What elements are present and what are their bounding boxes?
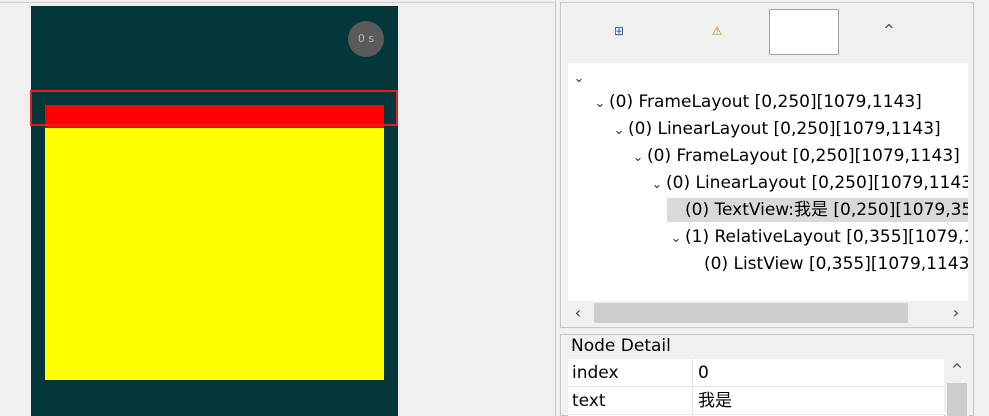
textview-element[interactable]: [45, 105, 384, 128]
filter-box[interactable]: [769, 9, 839, 55]
scroll-left-icon[interactable]: ‹: [574, 303, 582, 322]
tree-node-label: (1) RelativeLayout [0,355][1079,1: [685, 227, 968, 247]
tree-node-label: (0) FrameLayout [0,250][1079,1143]: [609, 92, 922, 112]
warning-icon[interactable]: ⚠: [711, 24, 723, 38]
tree-node-label: (0) TextView:我是 [0,250][1079,35: [685, 200, 968, 220]
device-screenshot[interactable]: 0 s: [31, 6, 398, 416]
scroll-thumb[interactable]: [594, 303, 908, 323]
horizontal-scrollbar[interactable]: ‹ ›: [568, 301, 968, 325]
tree-node-label: (0) ListView [0,355][1079,1143: [704, 254, 968, 274]
table-row[interactable]: index 0: [568, 359, 944, 387]
tree-node[interactable]: ⌄(0) FrameLayout [0,250][1079,1143]: [591, 90, 922, 114]
tree-node[interactable]: ⌄(0) FrameLayout [0,250][1079,1143]: [629, 144, 960, 168]
column-divider: [692, 387, 693, 415]
hierarchy-tree[interactable]: ⌄ ⌄(0) FrameLayout [0,250][1079,1143]⌄(0…: [568, 63, 968, 301]
screenshot-panel: 0 s: [0, 0, 556, 416]
panel-title: Node Detail: [571, 336, 671, 356]
detail-table: index 0 text 我是: [568, 359, 944, 416]
column-divider: [692, 359, 693, 387]
scroll-thumb[interactable]: [947, 383, 967, 416]
chevron-down-icon[interactable]: ⌄: [651, 177, 663, 192]
tree-node[interactable]: (0) ListView [0,355][1079,1143: [686, 252, 968, 276]
selection-highlight: [30, 90, 398, 126]
table-row[interactable]: text 我是: [568, 387, 944, 415]
scroll-up-icon[interactable]: ^: [951, 362, 963, 378]
scroll-right-icon[interactable]: ›: [952, 303, 960, 322]
expand-all-icon[interactable]: ⊞: [613, 24, 625, 38]
tree-node-label: (0) FrameLayout [0,250][1079,1143]: [647, 146, 960, 166]
property-key: text: [572, 391, 606, 411]
chevron-down-icon[interactable]: ⌄: [670, 231, 682, 246]
property-key: index: [572, 363, 619, 383]
tree-node[interactable]: ⌄(0) LinearLayout [0,250][1079,1143]: [610, 117, 941, 141]
tree-node[interactable]: (0) TextView:我是 [0,250][1079,35: [667, 198, 968, 222]
tree-node[interactable]: ⌄(0) LinearLayout [0,250][1079,1143: [648, 171, 968, 195]
chevron-up-icon[interactable]: ^: [883, 23, 895, 38]
timer-badge: 0 s: [348, 21, 384, 57]
chevron-down-icon[interactable]: ⌄: [594, 96, 606, 111]
chevron-down-icon[interactable]: ⌄: [613, 123, 625, 138]
node-detail-panel: Node Detail index 0 text 我是 ^: [560, 334, 974, 416]
inspector-panel: ⊞ ⚠ ^ ⌄ ⌄(0) FrameLayout [0,250][1079,11…: [558, 0, 989, 416]
tree-node-label: (0) LinearLayout [0,250][1079,1143: [666, 173, 968, 193]
vertical-scrollbar[interactable]: ^: [945, 359, 969, 416]
chevron-down-icon[interactable]: ⌄: [573, 71, 585, 86]
hierarchy-panel: ⊞ ⚠ ^ ⌄ ⌄(0) FrameLayout [0,250][1079,11…: [560, 2, 974, 328]
tree-node[interactable]: ⌄(1) RelativeLayout [0,355][1079,1: [667, 225, 968, 249]
panel-border: [0, 2, 556, 3]
tree-root-row[interactable]: ⌄: [570, 65, 588, 89]
tree-node-label: (0) LinearLayout [0,250][1079,1143]: [628, 119, 941, 139]
property-value[interactable]: 0: [698, 363, 709, 383]
property-value[interactable]: 我是: [698, 391, 732, 411]
chevron-down-icon[interactable]: ⌄: [632, 150, 644, 165]
hierarchy-toolbar: ⊞ ⚠ ^: [561, 3, 975, 61]
listview-element[interactable]: [45, 128, 384, 380]
